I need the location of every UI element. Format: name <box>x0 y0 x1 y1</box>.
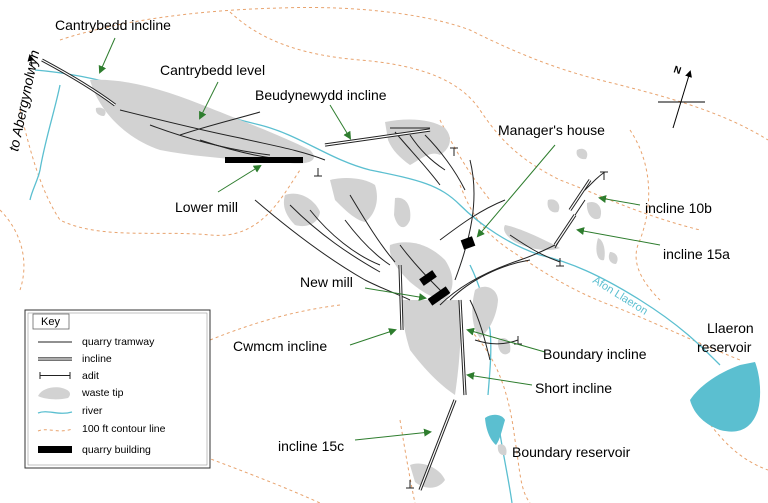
incline-15c-label: incline 15c <box>278 438 344 454</box>
boundary-reservoir-label: Boundary reservoir <box>512 444 631 460</box>
managers-house-building <box>460 236 476 250</box>
new-mill-building-2 <box>427 286 451 306</box>
boundary-reservoir <box>485 414 505 445</box>
llaeron-reservoir <box>690 362 761 432</box>
key-title: Key <box>41 316 60 328</box>
building-block-icon <box>38 446 72 453</box>
map-key: Key quarry tramway incline adit waste ti… <box>24 309 211 469</box>
incline-10b-label: incline 10b <box>645 200 712 216</box>
key-item-river: river <box>82 405 103 417</box>
key-item-incline: incline <box>82 353 112 365</box>
lower-mill-building <box>225 157 303 163</box>
short-incline-label: Short incline <box>535 380 612 396</box>
key-item-waste-tip: waste tip <box>81 387 124 399</box>
waste-tip-shape-icon <box>38 387 70 400</box>
adits <box>314 147 608 489</box>
new-mill-label: New mill <box>300 274 353 290</box>
adit-symbol-icon <box>39 372 71 379</box>
compass-arrow-icon <box>672 70 692 129</box>
incline-15a-label: incline 15a <box>663 246 730 262</box>
beudynewydd-incline-label: Beudynewydd incline <box>255 87 387 103</box>
waste-tips <box>90 79 618 488</box>
inclines <box>41 58 592 491</box>
key-item-adit: adit <box>82 370 99 382</box>
cantrybedd-incline-label: Cantrybedd incline <box>55 17 171 33</box>
new-mill-building-1 <box>419 270 437 286</box>
key-item-contour: 100 ft contour line <box>82 423 166 435</box>
afon-llaeron-label: Afon Llaeron <box>590 274 649 317</box>
key-item-building: quarry building <box>82 444 151 456</box>
quarry-buildings <box>225 157 476 306</box>
label-leaders <box>98 37 661 441</box>
to-abergynolwyn-label: to Abergynolwyn <box>5 48 42 152</box>
north-label: N <box>672 64 682 77</box>
llaeron-reservoir-label-line1: Llaeron <box>707 320 754 336</box>
managers-house-label: Manager's house <box>498 122 605 138</box>
river-line-icon <box>37 411 73 414</box>
cwmcm-incline-label: Cwmcm incline <box>233 338 327 354</box>
tramways <box>119 109 606 361</box>
boundary-incline-label: Boundary incline <box>543 346 647 362</box>
contour-lines <box>0 6 768 503</box>
key-item-tramway: quarry tramway <box>82 336 155 348</box>
to-abergynolwyn-arrow <box>27 54 35 67</box>
contour-line-icon <box>37 428 73 432</box>
llaeron-reservoir-label-line2: reservoir <box>697 339 752 355</box>
cantrybedd-level-label: Cantrybedd level <box>160 62 265 78</box>
lower-mill-label: Lower mill <box>175 199 238 215</box>
north-arrow: N <box>658 64 705 129</box>
